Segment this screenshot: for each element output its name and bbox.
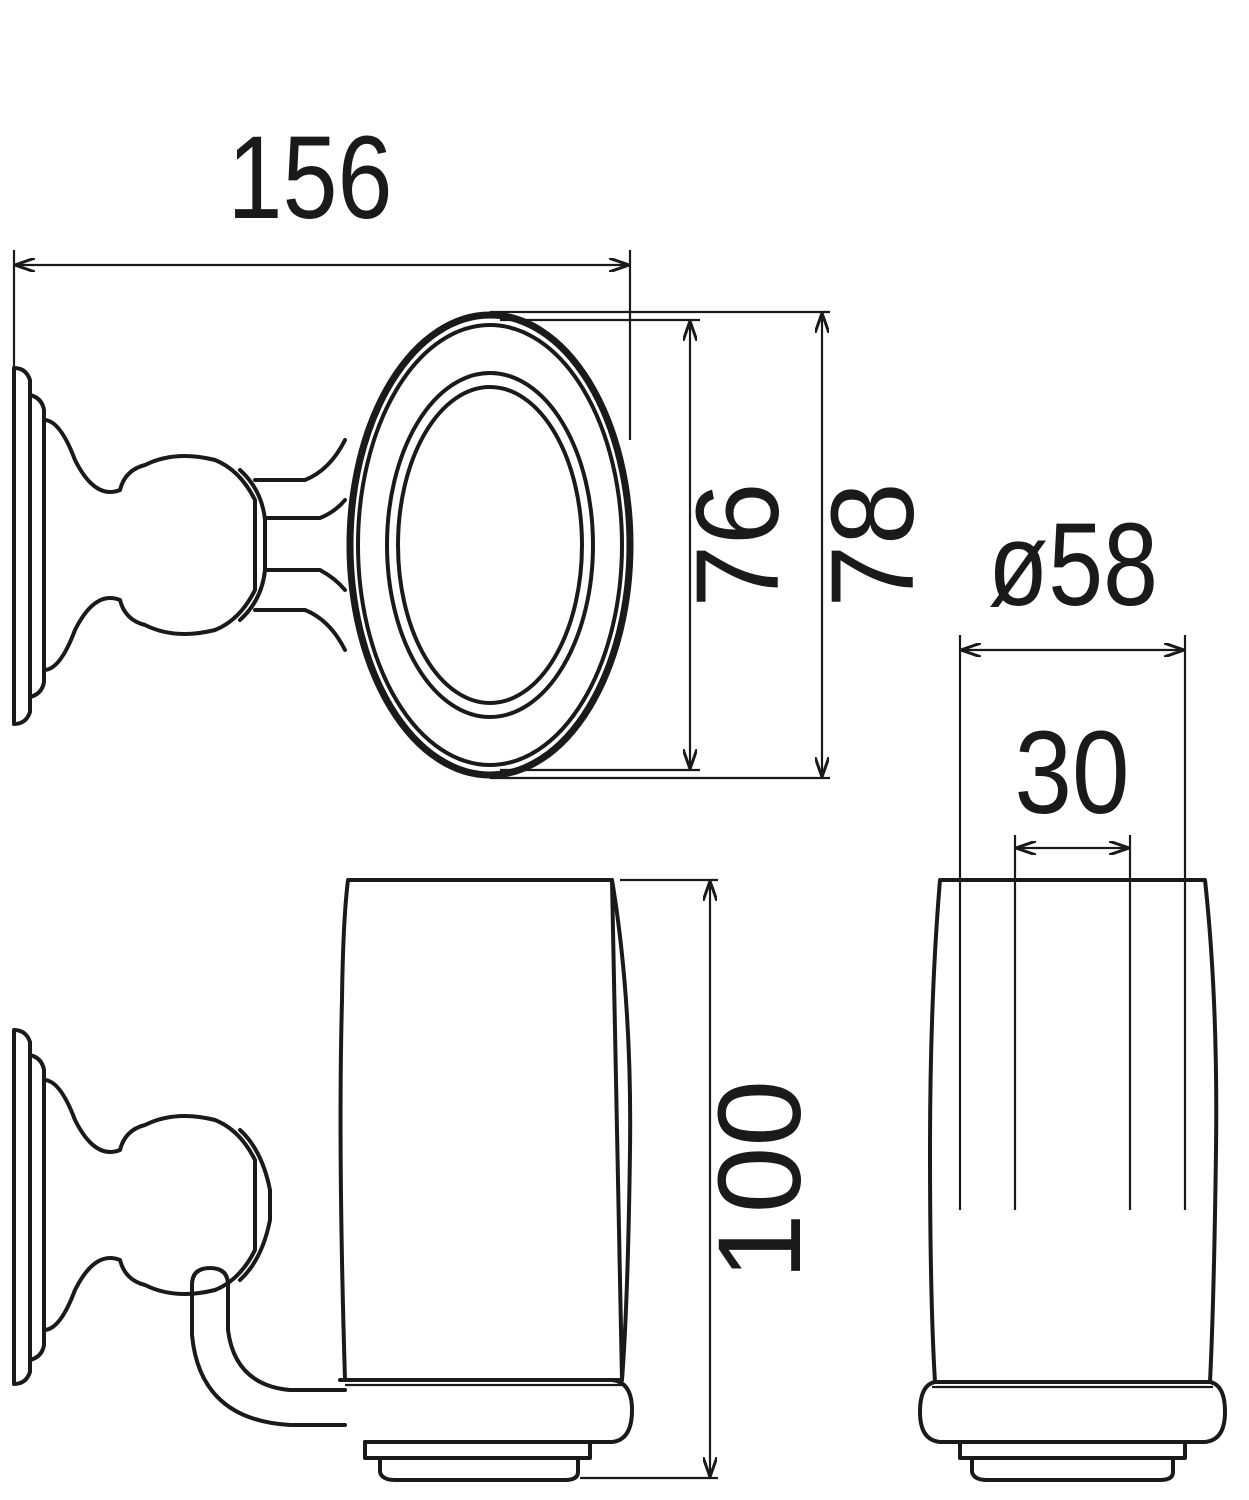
cup-side bbox=[338, 878, 634, 1482]
ring bbox=[346, 311, 634, 779]
dimension-label-30: 30 bbox=[1015, 707, 1130, 839]
dimension-label-100: 100 bbox=[694, 1080, 826, 1280]
dimension-label-78: 78 bbox=[807, 483, 939, 608]
wall-plate bbox=[12, 366, 267, 726]
arm bbox=[253, 438, 347, 652]
side-view: 100 bbox=[12, 878, 826, 1482]
wall-plate-side bbox=[12, 1028, 272, 1386]
cup-front-view: ø58 30 bbox=[918, 499, 1227, 1482]
holder-arm bbox=[190, 1266, 347, 1427]
top-view: 156 76 78 bbox=[12, 112, 939, 780]
dimension-label-156: 156 bbox=[228, 112, 393, 244]
dimension-label-76: 76 bbox=[672, 483, 804, 608]
dimension-label-58: ø58 bbox=[988, 499, 1158, 631]
